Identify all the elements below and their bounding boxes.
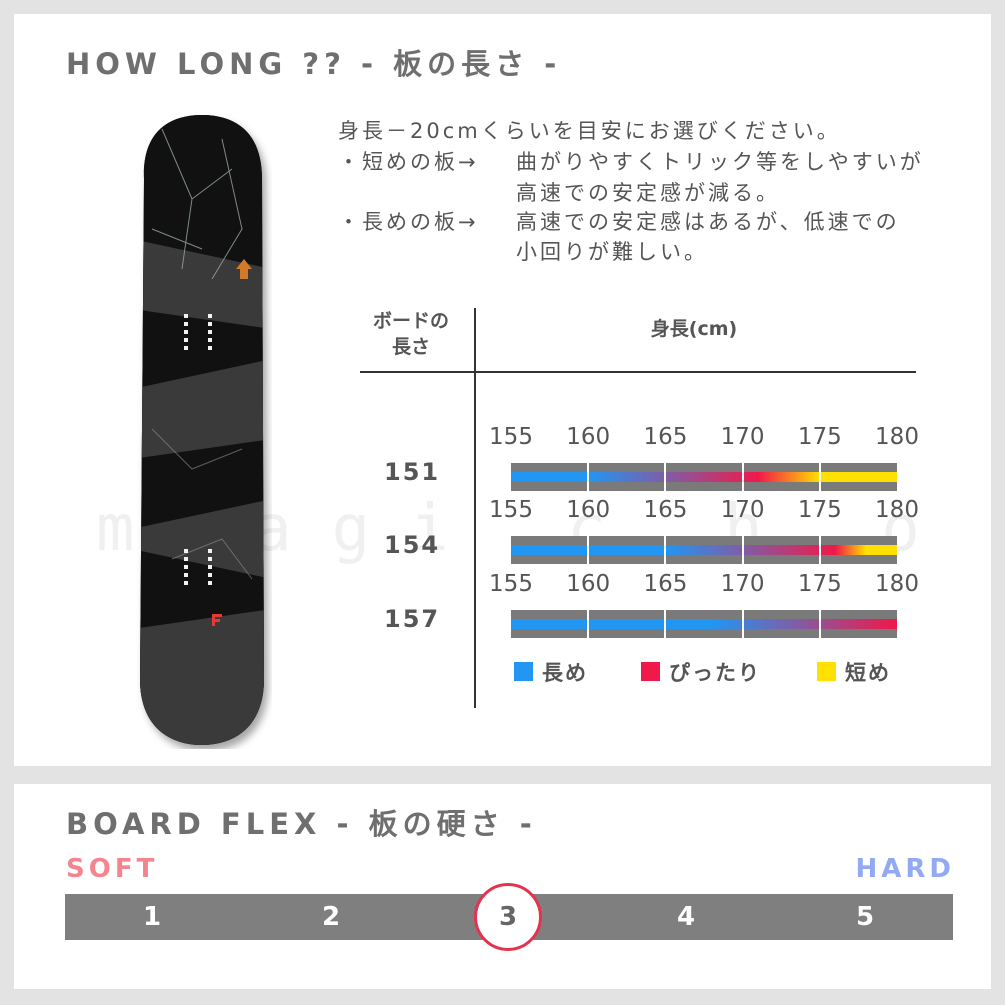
guide-short-label: ・短めの板→	[338, 150, 479, 174]
height-tick-label: 180	[875, 571, 919, 597]
height-tick-label: 160	[566, 571, 611, 597]
board-size-label: 157	[384, 605, 441, 633]
bar-divider	[818, 610, 821, 638]
length-panel: HOW LONG ?? - 板の長さ - myagi c h o u	[14, 14, 1005, 766]
table-header-height: 身長(cm)	[650, 318, 738, 340]
height-tick-label: 175	[797, 424, 842, 450]
bar-divider	[587, 610, 590, 638]
bar-divider	[587, 463, 590, 491]
guide-long-desc-1: 高速での安定感はあるが、低速での	[516, 210, 900, 234]
table-header-board-length: ボードの 長さ	[372, 310, 449, 358]
legend-fit-label: ぴったり	[669, 661, 761, 685]
height-tick-label: 165	[643, 424, 688, 450]
height-tick-label: 165	[643, 497, 688, 523]
guide-short-desc-2: 高速での安定感が減る。	[516, 181, 780, 205]
bar-divider	[741, 536, 744, 564]
table-header-divider	[360, 371, 916, 373]
bar-divider	[664, 610, 667, 638]
flex-selected-marker	[474, 883, 542, 951]
size-row: 157 155 160 165 170 175 180	[384, 571, 924, 641]
size-row: 151 155 160 165 170 175 180	[384, 424, 924, 494]
legend-long-swatch	[514, 662, 533, 681]
guide-long-desc-2: 小回りが難しい。	[516, 240, 708, 264]
height-ticks: 155 160 165 170 175 180	[480, 497, 924, 527]
size-row: 154 155 160 165 170 175 180	[384, 497, 924, 567]
height-tick-label: 155	[489, 497, 533, 523]
height-tick-label: 155	[489, 571, 533, 597]
fit-gradient-bar	[511, 619, 897, 629]
legend-short-label: 短め	[845, 661, 891, 685]
flex-panel: BOARD FLEX - 板の硬さ - SOFT HARD 1 2 3 4 5	[14, 784, 991, 989]
bar-divider	[587, 536, 590, 564]
height-tick-label: 175	[797, 497, 842, 523]
flex-level-4: 4	[676, 902, 696, 932]
height-fit-bar	[511, 463, 897, 491]
flex-level-1: 1	[142, 902, 162, 932]
guide-line-1: 身長－20cmくらいを目安にお選びください。	[338, 119, 841, 143]
fit-gradient-bar	[511, 545, 897, 555]
board-size-label: 151	[384, 458, 441, 486]
section-title-flex: BOARD FLEX - 板の硬さ -	[66, 807, 537, 841]
legend-fit-swatch	[641, 662, 660, 681]
height-ticks: 155 160 165 170 175 180	[480, 424, 924, 454]
section-title-length: HOW LONG ?? - 板の長さ -	[66, 47, 562, 81]
bar-divider	[664, 536, 667, 564]
height-tick-label: 155	[489, 424, 533, 450]
legend-short-swatch	[817, 662, 836, 681]
height-tick-label: 180	[875, 424, 919, 450]
height-tick-label: 170	[720, 571, 765, 597]
bar-divider	[664, 463, 667, 491]
height-fit-bar	[511, 536, 897, 564]
board-size-label: 154	[384, 531, 441, 559]
bar-divider	[741, 610, 744, 638]
snowboard-image	[140, 115, 264, 745]
height-tick-label: 160	[566, 424, 611, 450]
height-fit-bar	[511, 610, 897, 638]
flex-level-5: 5	[855, 902, 875, 932]
height-tick-label: 170	[720, 497, 765, 523]
flex-level-3: 3	[498, 902, 518, 932]
flex-level-2: 2	[321, 902, 341, 932]
height-ticks: 155 160 165 170 175 180	[480, 571, 924, 601]
flex-soft-label: SOFT	[66, 854, 159, 884]
height-tick-label: 165	[643, 571, 688, 597]
height-tick-label: 160	[566, 497, 611, 523]
flex-hard-label: HARD	[855, 854, 955, 884]
guide-short-desc-1: 曲がりやすくトリック等をしやすいが	[516, 150, 924, 174]
height-tick-label: 180	[875, 497, 919, 523]
bar-divider	[741, 463, 744, 491]
legend-long-label: 長め	[542, 661, 588, 685]
bar-divider	[818, 536, 821, 564]
height-tick-label: 175	[797, 571, 842, 597]
bar-divider	[818, 463, 821, 491]
guide-long-label: ・長めの板→	[338, 210, 479, 234]
flex-scale: 1 2 3 4 5	[65, 883, 953, 951]
height-tick-label: 170	[720, 424, 765, 450]
fit-gradient-bar	[511, 472, 897, 482]
table-column-divider	[474, 308, 476, 708]
